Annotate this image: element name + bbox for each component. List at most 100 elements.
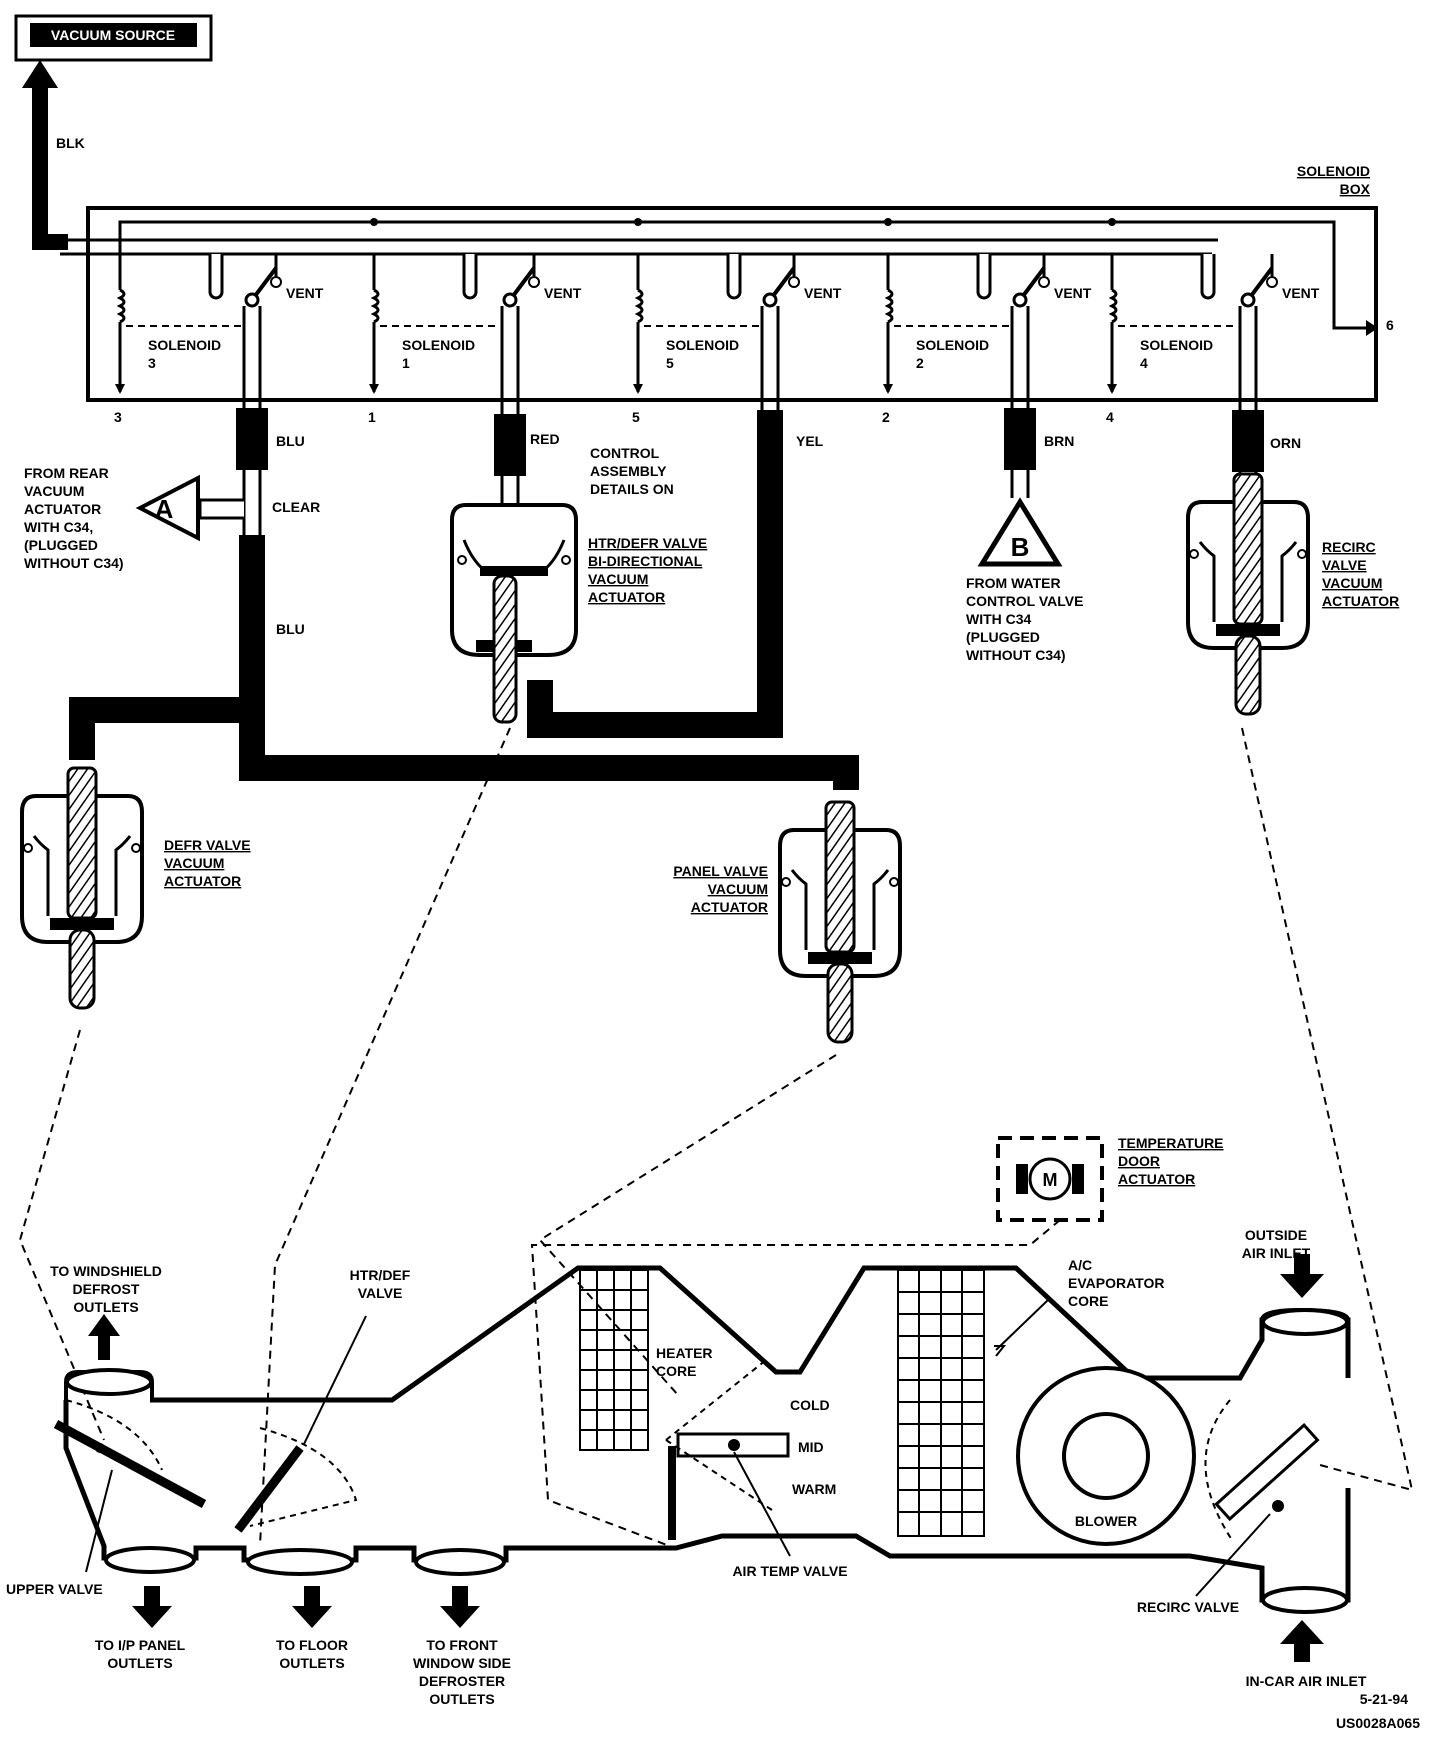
up-arrow-icon <box>22 60 58 88</box>
motor-label: M <box>1043 1170 1058 1190</box>
solenoid-number: 4 <box>1140 355 1148 371</box>
from-rear-line-6: WITHOUT C34) <box>24 555 124 571</box>
outside-air-2: AIR INLET <box>1242 1245 1311 1261</box>
ac-evap-1: A/C <box>1068 1257 1092 1273</box>
to-floor-2: OUTLETS <box>279 1655 344 1671</box>
blu-label: BLU <box>276 433 305 449</box>
linkages <box>18 727 1414 1551</box>
from-water-line-1: FROM WATER <box>966 575 1061 591</box>
temp-door-line-1: TEMPERATURE <box>1118 1135 1224 1151</box>
vacuum-source-label: VACUUM SOURCE <box>51 27 175 43</box>
to-floor-1: TO FLOOR <box>276 1637 348 1653</box>
panel-valve-actuator <box>778 800 902 1044</box>
to-windshield-3: OUTLETS <box>73 1299 138 1315</box>
hose-labels: BLU RED YEL BRN ORN CLEAR BLU <box>272 431 1301 637</box>
recirc-actuator-label: RECIRC VALVE VACUUM ACTUATOR <box>1322 539 1399 609</box>
solenoid-label: SOLENOID <box>1140 337 1213 353</box>
panel-actuator-label: PANEL VALVE VACUUM ACTUATOR <box>673 863 768 915</box>
cold-label: COLD <box>790 1397 830 1413</box>
valve-doors <box>53 1359 1320 1541</box>
recirc-act-line-4: ACTUATOR <box>1322 593 1399 609</box>
solenoids: SOLENOID33VENTSOLENOID11VENTSOLENOID55VE… <box>114 254 1320 425</box>
hose-connectors <box>236 408 1264 476</box>
from-water-line-5: WITHOUT C34) <box>966 647 1066 663</box>
down-arrow-icon <box>132 1586 172 1628</box>
heater-core <box>579 1269 649 1451</box>
up-arrow-icon <box>88 1314 120 1360</box>
to-front-window-2: WINDOW SIDE <box>413 1655 511 1671</box>
from-water-label: FROM WATER CONTROL VALVE WITH C34 (PLUGG… <box>966 575 1083 663</box>
solenoid-label: SOLENOID <box>402 337 475 353</box>
solenoid-number: 5 <box>666 355 674 371</box>
vent-label: VENT <box>804 285 842 301</box>
to-front-window-3: DEFROSTER <box>419 1673 505 1689</box>
htr-defr-line-1: HTR/DEFR VALVE <box>588 535 707 551</box>
clear-label: CLEAR <box>272 499 320 515</box>
panel-act-line-1: PANEL VALVE <box>673 863 768 879</box>
hvac-labels: TO WINDSHIELD DEFROST OUTLETS HTR/DEF VA… <box>6 1227 1420 1731</box>
solenoid-box-label-2: BOX <box>1340 181 1371 197</box>
pointer-lines <box>85 1299 1271 1597</box>
air-temp-valve-label: AIR TEMP VALVE <box>732 1563 847 1579</box>
to-windshield-1: TO WINDSHIELD <box>50 1263 162 1279</box>
to-ip-panel-1: TO I/P PANEL <box>95 1637 186 1653</box>
recirc-act-line-1: RECIRC <box>1322 539 1376 555</box>
heater-core-1: HEATER <box>656 1345 713 1361</box>
from-rear-line-3: ACTUATOR <box>24 501 101 517</box>
brn-connector <box>1004 408 1036 470</box>
marker-b: B <box>977 497 1063 567</box>
defr-actuator-label: DEFR VALVE VACUUM ACTUATOR <box>164 837 251 889</box>
recirc-act-line-2: VALVE <box>1322 557 1367 573</box>
htr-def-2: VALVE <box>358 1285 403 1301</box>
htr-defr-line-2: BI-DIRECTIONAL <box>588 553 703 569</box>
motor-icon <box>1028 1157 1072 1201</box>
solenoid-number: 1 <box>402 355 410 371</box>
brn-label: BRN <box>1044 433 1074 449</box>
panel-act-line-2: VACUUM <box>708 881 768 897</box>
down-arrow-icon-3 <box>440 1586 480 1628</box>
recirc-valve-actuator <box>1186 472 1310 716</box>
from-water-line-3: WITH C34 <box>966 611 1032 627</box>
blk-line: BLK <box>22 60 85 250</box>
down-arrow-icon-4 <box>1280 1254 1324 1298</box>
orn-connector <box>1232 410 1264 472</box>
evaporator-core <box>897 1269 985 1537</box>
defr-act-line-1: DEFR VALVE <box>164 837 251 853</box>
temp-door-line-2: DOOR <box>1118 1153 1160 1169</box>
vent-label: VENT <box>1054 285 1092 301</box>
htr-defr-line-3: VACUUM <box>588 571 648 587</box>
vent-label: VENT <box>1282 285 1320 301</box>
to-ip-panel-2: OUTLETS <box>107 1655 172 1671</box>
vent-label: VENT <box>544 285 582 301</box>
temp-door-actuator: M TEMPERATURE DOOR ACTUATOR <box>996 1135 1224 1222</box>
vacuum-hoses <box>69 410 859 790</box>
from-rear-line-4: WITH C34, <box>24 519 93 535</box>
solenoid-port: 4 <box>1106 409 1114 425</box>
control-assembly-label: CONTROL ASSEMBLY DETAILS ON <box>590 445 674 497</box>
solenoid-2: SOLENOID 1 1 VENT <box>368 254 582 425</box>
marker-b-letter: B <box>1011 532 1030 562</box>
htr-defr-actuator: HTR/DEFR VALVE BI-DIRECTIONAL VACUUM ACT… <box>450 503 707 724</box>
temp-door-line-3: ACTUATOR <box>1118 1171 1195 1187</box>
from-water-line-2: CONTROL VALVE <box>966 593 1083 609</box>
ac-evap-3: CORE <box>1068 1293 1108 1309</box>
control-line-2: ASSEMBLY <box>590 463 667 479</box>
from-rear-label: FROM REAR VACUUM ACTUATOR WITH C34, (PLU… <box>24 465 124 571</box>
flow-arrows <box>88 1254 1324 1662</box>
spring-actuators <box>20 472 1310 1044</box>
solenoid-port: 3 <box>114 409 122 425</box>
from-rear-line-1: FROM REAR <box>24 465 109 481</box>
outside-air-1: OUTSIDE <box>1245 1227 1307 1243</box>
solenoid-port: 1 <box>368 409 376 425</box>
blu-label-2: BLU <box>276 621 305 637</box>
solenoid-number: 3 <box>148 355 156 371</box>
upper-valve-door <box>53 1420 207 1508</box>
solenoid-number: 2 <box>916 355 924 371</box>
marker-a-letter: A <box>155 494 174 524</box>
htr-def-1: HTR/DEF <box>350 1267 411 1283</box>
solenoid-box-label-1: SOLENOID <box>1297 163 1370 179</box>
